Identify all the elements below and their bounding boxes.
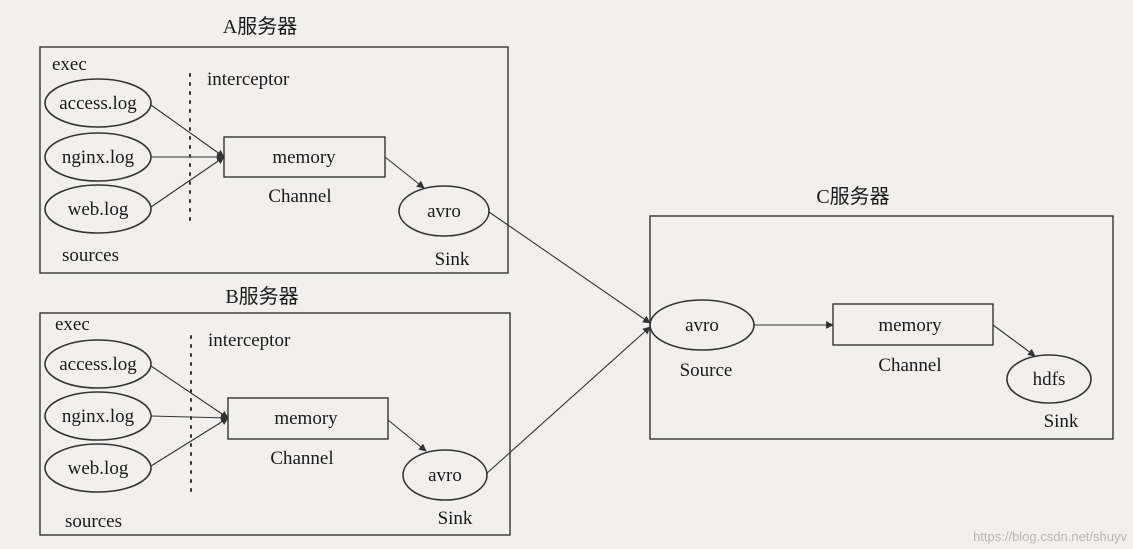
server-a-source-web-log bbox=[44, 184, 152, 234]
server-b-source-web-log-label: web.log bbox=[68, 458, 129, 479]
server-c-title: C服务器 bbox=[816, 185, 889, 208]
edge-a-access-to-memory bbox=[150, 104, 225, 158]
server-a: A服务器 exec interceptor access.log nginx.l… bbox=[39, 15, 509, 274]
server-a-sink-avro-label: avro bbox=[427, 201, 461, 222]
edge-c-memory-to-hdfs bbox=[992, 324, 1036, 357]
server-c: C服务器 avro Source memory Channel hdfs Sin… bbox=[649, 185, 1114, 440]
server-a-frame bbox=[39, 46, 509, 274]
server-c-channel-label: Channel bbox=[878, 355, 941, 376]
server-c-source-avro-label: avro bbox=[685, 315, 719, 336]
server-a-sink-avro bbox=[398, 185, 490, 237]
server-b-sink-avro bbox=[402, 449, 488, 501]
server-b-channel-label: Channel bbox=[270, 448, 333, 469]
edge-a-avro-to-c-avro bbox=[488, 211, 651, 324]
server-b-exec-label: exec bbox=[55, 314, 90, 335]
server-a-exec-label: exec bbox=[52, 54, 87, 75]
edge-b-avro-to-c-avro bbox=[485, 326, 651, 475]
server-a-channel-label: Channel bbox=[268, 186, 331, 207]
edge-a-web-to-memory bbox=[150, 156, 225, 208]
server-b-interceptor-label: interceptor bbox=[208, 330, 291, 351]
server-b-title: B服务器 bbox=[225, 285, 298, 308]
server-a-sources-label: sources bbox=[62, 245, 119, 266]
watermark-text: https://blog.csdn.net/shuyv bbox=[973, 529, 1127, 544]
server-b-frame bbox=[39, 312, 511, 536]
server-b-source-access-log-label: access.log bbox=[59, 354, 137, 375]
server-b-sink-label: Sink bbox=[438, 508, 473, 529]
edge-a-memory-to-avro bbox=[384, 156, 425, 189]
server-c-sink-label: Sink bbox=[1044, 411, 1079, 432]
server-b-source-nginx-log-label: nginx.log bbox=[62, 406, 135, 427]
server-b-channel-memory-label: memory bbox=[274, 408, 338, 429]
server-a-source-access-log bbox=[44, 78, 152, 128]
edge-b-memory-to-avro bbox=[387, 419, 427, 452]
server-c-source-label: Source bbox=[680, 360, 733, 381]
server-b-sink-avro-label: avro bbox=[428, 465, 462, 486]
server-a-source-access-log-label: access.log bbox=[59, 93, 137, 114]
server-c-sink-hdfs-label: hdfs bbox=[1033, 369, 1066, 390]
server-a-channel-memory-label: memory bbox=[272, 147, 336, 168]
server-a-interceptor-label: interceptor bbox=[207, 69, 290, 90]
edge-b-web-to-memory bbox=[150, 417, 229, 467]
server-c-sink-hdfs bbox=[1006, 354, 1092, 404]
server-a-title: A服务器 bbox=[223, 15, 297, 38]
edge-b-nginx-to-memory bbox=[150, 413, 229, 422]
server-b-source-access-log bbox=[44, 339, 152, 389]
edge-b-access-to-memory bbox=[150, 365, 229, 419]
server-c-channel-memory-label: memory bbox=[878, 315, 942, 336]
server-a-source-nginx-log-label: nginx.log bbox=[62, 147, 135, 168]
server-b-source-web-log bbox=[44, 443, 152, 493]
server-b: B服务器 exec interceptor access.log nginx.l… bbox=[39, 285, 511, 536]
server-a-sink-label: Sink bbox=[435, 249, 470, 270]
server-a-source-web-log-label: web.log bbox=[68, 199, 129, 220]
server-b-sources-label: sources bbox=[65, 511, 122, 532]
